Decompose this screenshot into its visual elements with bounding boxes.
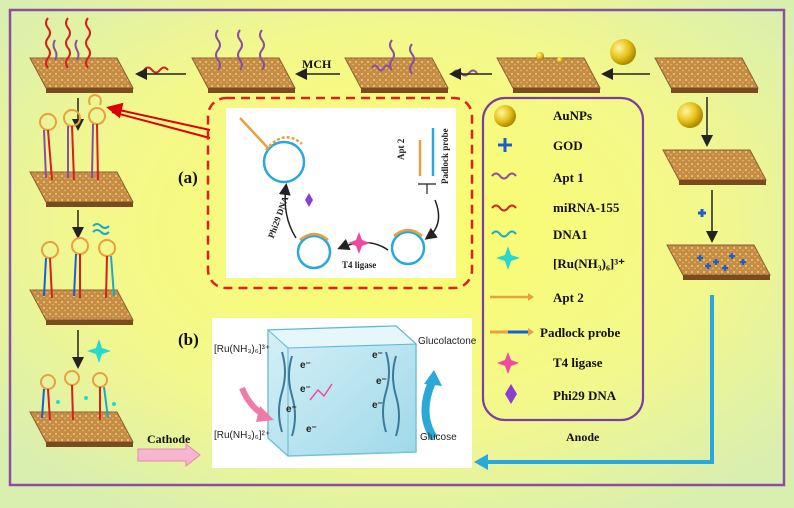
- step-label-cathode: Cathode: [147, 432, 191, 446]
- electrode-left-2: [29, 107, 134, 207]
- legend-label-mirna: miRNA-155: [553, 200, 620, 215]
- anode-flow-line: [478, 295, 714, 464]
- legend-label-phi29: Phi29 DNA: [553, 388, 617, 403]
- inset-b-electron-7: e⁻: [372, 400, 383, 411]
- aunp-sphere-right: [677, 102, 703, 128]
- callout-arrow-2: [111, 111, 211, 139]
- electrode-top-2: [191, 29, 296, 93]
- panel-label-a: (a): [178, 168, 198, 187]
- inset-b-blue-arrow: [421, 380, 438, 441]
- ru-star-step: [87, 339, 111, 363]
- legend-icon-phi29: [505, 384, 517, 404]
- legend-icon-ru: [496, 246, 520, 270]
- legend-label-ru: [Ru(NH₃)₆]³⁺: [553, 256, 625, 271]
- mirna-wave-step: [143, 66, 169, 74]
- legend-icon-god: [498, 138, 512, 152]
- electrode-right-3: [666, 244, 771, 280]
- legend-box: [481, 96, 645, 422]
- aunp-sphere-top: [610, 39, 636, 65]
- legend-label-apt2: Apt 2: [553, 290, 584, 305]
- inset-a-label-apt2: Apt 2: [396, 138, 406, 160]
- legend-label-apt1: Apt 1: [553, 170, 584, 185]
- inset-a-label-padlock: Padlock probe: [440, 128, 450, 184]
- legend-icon-dna1: [491, 230, 517, 238]
- legend-icons: [490, 105, 534, 404]
- inset-a-arrow-3: [278, 183, 297, 239]
- god-plus-step: [698, 209, 706, 217]
- legend-label-t4: T4 ligase: [553, 355, 603, 370]
- legend-icon-mirna: [491, 204, 517, 212]
- inset-a-label-t4: T4 ligase: [342, 260, 377, 270]
- inset-b-pink-arrowhead: [256, 406, 274, 422]
- electrode-right-2: [662, 149, 767, 185]
- anode-arrowhead: [474, 454, 488, 470]
- inset-a-t4-icon: [348, 232, 370, 254]
- inset-b-electron-4: e⁻: [306, 424, 317, 435]
- step-label-mch: MCH: [302, 57, 332, 71]
- electrode-top-5: [654, 57, 759, 93]
- outer-frame: [8, 8, 786, 487]
- inset-b-cell: [266, 325, 418, 457]
- probe-loop-callout: [88, 93, 102, 106]
- legend-label-aunps: AuNPs: [553, 108, 593, 123]
- inset-a-arrow-1: [424, 199, 440, 240]
- legend-label-dna1: DNA1: [553, 227, 588, 242]
- cathode-arrow: [137, 442, 201, 468]
- electrode-top-1: [29, 17, 134, 93]
- inset-a-cycle: [239, 117, 436, 270]
- inset-a-border: [206, 96, 474, 290]
- legend-icon-apt1: [491, 172, 517, 180]
- inset-b-label-glucolactone: Glucolactone: [418, 336, 477, 347]
- inset-b-electron-5: e⁻: [372, 350, 383, 361]
- dna1-wave-step: [92, 223, 110, 235]
- inset-a-phi29-icon: [305, 193, 313, 207]
- inset-b-blue-arrowhead: [424, 370, 442, 386]
- inset-b-label-ru-top: [Ru(NH₃)₆]³⁺: [214, 344, 271, 355]
- electrode-left-3: [29, 237, 134, 325]
- inset-a-panel: [226, 108, 456, 278]
- inset-b-electron-3: e⁻: [286, 404, 297, 415]
- inset-b-electron-2: e⁻: [300, 384, 311, 395]
- electrode-top-4: [496, 52, 601, 93]
- inset-b-label-ru-bottom: [Ru(NH₃)₆]²⁺: [214, 430, 271, 441]
- inset-b-electron-1: e⁻: [300, 360, 311, 371]
- electrode-top-3: [344, 39, 449, 93]
- legend-icon-aunps: [494, 105, 516, 127]
- callout-arrow: [106, 102, 211, 131]
- inset-b-electron-6: e⁻: [376, 376, 387, 387]
- legend-label-god: GOD: [553, 138, 583, 153]
- inset-b-label-glucose: Glucose: [420, 432, 457, 443]
- electrode-left-4: [29, 370, 134, 447]
- legend-icon-t4: [497, 352, 519, 374]
- panel-label-b: (b): [178, 330, 199, 349]
- step-label-anode: Anode: [566, 430, 600, 444]
- legend-label-padlock: Padlock probe: [540, 325, 621, 340]
